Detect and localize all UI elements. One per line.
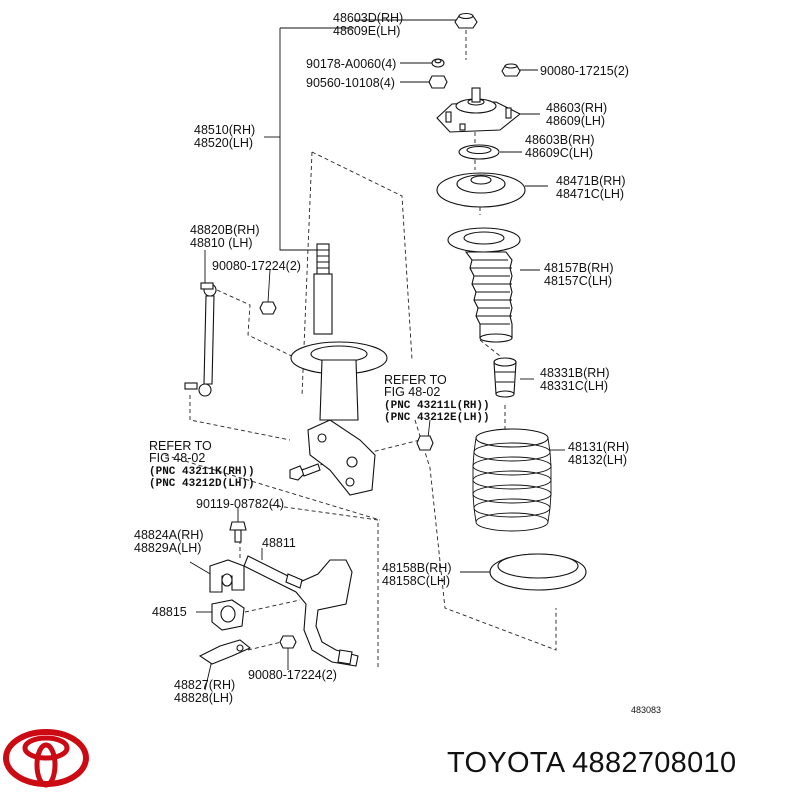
label-48603d-rh: 48603D(RH) (333, 11, 403, 25)
svg-text:48158B(RH)48158C(LH): 48158B(RH)48158C(LH) (382, 561, 451, 588)
label-48828-lh: 48828(LH) (174, 691, 233, 705)
bracket-48827-icon (198, 639, 252, 665)
label-90080-17224-lower: 90080-17224(2) (248, 668, 337, 682)
svg-text:(PNC 43211K(RH))(PNC 43212D(LH: (PNC 43211K(RH))(PNC 43212D(LH)) (149, 466, 255, 490)
label-48810-lh: 48810 (LH) (190, 236, 253, 250)
label-48157b-rh: 48157B(RH) (544, 261, 613, 275)
label-48820b-rh: 48820B(RH) (190, 223, 259, 237)
label-48824a-rh: 48824A(RH) (134, 528, 203, 542)
label-48510-rh: 48510(RH) (194, 123, 255, 137)
svg-text:48827(RH)48828(LH): 48827(RH)48828(LH) (174, 678, 235, 705)
label-48158c-lh: 48158C(LH) (382, 574, 450, 588)
label-48331b-rh: 48331B(RH) (540, 366, 609, 380)
svg-text:48510(RH)48520(LH): 48510(RH)48520(LH) (194, 123, 255, 150)
nut-90560-icon (428, 75, 448, 89)
label-48829a-lh: 48829A(LH) (134, 541, 201, 555)
label-90080-17224-upper: 90080-17224(2) (212, 259, 301, 273)
upper-seat-48471-icon (436, 172, 526, 208)
label-90178: 90178-A0060(4) (306, 57, 396, 71)
bellows-boot-48157-icon (447, 227, 521, 343)
svg-text:48603D(RH)48609E(LH): 48603D(RH)48609E(LH) (333, 11, 403, 38)
label-48471b-rh: 48471B(RH) (556, 174, 625, 188)
label-48811: 48811 (262, 536, 296, 550)
leader-lines (189, 19, 565, 691)
coil-spring-48131-icon (472, 428, 552, 532)
label-48827-rh: 48827(RH) (174, 678, 235, 692)
bump-stopper-48331-icon (493, 357, 517, 398)
bushing-48815-icon (211, 599, 245, 631)
drawing-number: 483083 (631, 705, 661, 715)
svg-text:48603(RH)48609(LH): 48603(RH)48609(LH) (546, 101, 607, 128)
svg-text:48603B(RH)48609C(LH): 48603B(RH)48609C(LH) (525, 133, 594, 160)
svg-text:48331B(RH)48331C(LH): 48331B(RH)48331C(LH) (540, 366, 609, 393)
bolt-90119-icon (229, 521, 247, 543)
label-48158b-rh: 48158B(RH) (382, 561, 451, 575)
bearing-48603b-icon (458, 144, 500, 160)
svg-text:48824A(RH)48829A(LH): 48824A(RH)48829A(LH) (134, 528, 203, 555)
label-48520-lh: 48520(LH) (194, 136, 253, 150)
support-mount-48603-icon (436, 87, 522, 133)
top-nut-48603d-icon (454, 12, 478, 29)
shock-absorber-48510-icon (290, 243, 388, 496)
label-90080-17215: 90080-17215(2) (540, 64, 629, 78)
stabilizer-bar-48811-icon (243, 555, 359, 667)
svg-text:(PNC 43211L(RH))(PNC 43212E(LH: (PNC 43211L(RH))(PNC 43212E(LH)) (384, 400, 490, 424)
nut-43211l-icon (416, 435, 434, 451)
bracket-48824-icon (209, 559, 245, 593)
label-48331c-lh: 48331C(LH) (540, 379, 608, 393)
svg-text:48820B(RH)48810 (LH): 48820B(RH)48810 (LH) (190, 223, 259, 250)
lower-insulator-48158-icon (489, 553, 587, 591)
part-labels: 48603D(RH)48609E(LH) 90178-A0060(4) 9056… (134, 11, 629, 705)
label-48157c-lh: 48157C(LH) (544, 274, 612, 288)
nut-90080-top-icon (501, 63, 521, 77)
toyota-logo (3, 729, 89, 788)
brand-part-number: TOYOTA 4882708010 (447, 747, 736, 779)
svg-text:48157B(RH)48157C(LH): 48157B(RH)48157C(LH) (544, 261, 613, 288)
label-48132-lh: 48132(LH) (568, 453, 627, 467)
label-48131-rh: 48131(RH) (568, 440, 629, 454)
svg-text:48131(RH)48132(LH): 48131(RH)48132(LH) (568, 440, 629, 467)
label-90560: 90560-10108(4) (306, 76, 395, 90)
washer-90178-icon (431, 58, 445, 68)
stabilizer-link-48820-icon (184, 282, 217, 397)
label-48603-rh: 48603(RH) (546, 101, 607, 115)
bolt-43211k-icon (289, 463, 321, 481)
label-48603b-rh: 48603B(RH) (525, 133, 594, 147)
label-48471c-lh: 48471C(LH) (556, 187, 624, 201)
label-90119: 90119-08782(4) (196, 497, 284, 511)
label-48609e-lh: 48609E(LH) (333, 24, 400, 38)
nut-90080-link-icon (259, 301, 277, 315)
label-48815: 48815 (152, 605, 187, 619)
nut-90080-lower-icon (279, 635, 297, 649)
label-48609c-lh: 48609C(LH) (525, 146, 593, 160)
svg-text:48471B(RH)48471C(LH): 48471B(RH)48471C(LH) (556, 174, 625, 201)
label-48609-lh: 48609(LH) (546, 114, 605, 128)
